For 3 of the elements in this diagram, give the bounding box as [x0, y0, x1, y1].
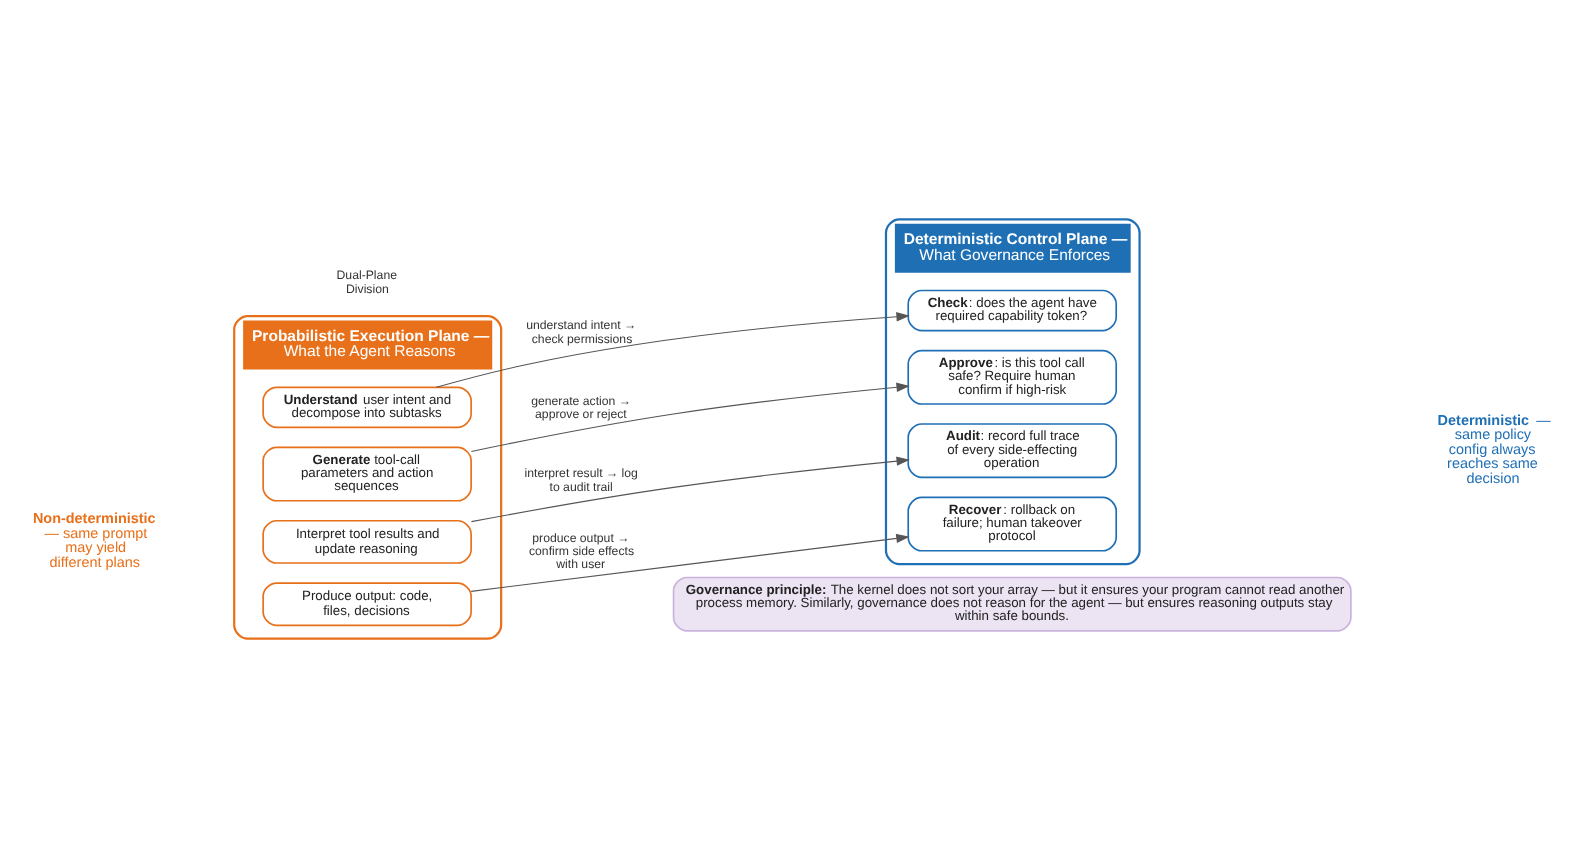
arrow [470, 533, 910, 592]
arrow [470, 456, 910, 523]
arrow [470, 382, 910, 453]
